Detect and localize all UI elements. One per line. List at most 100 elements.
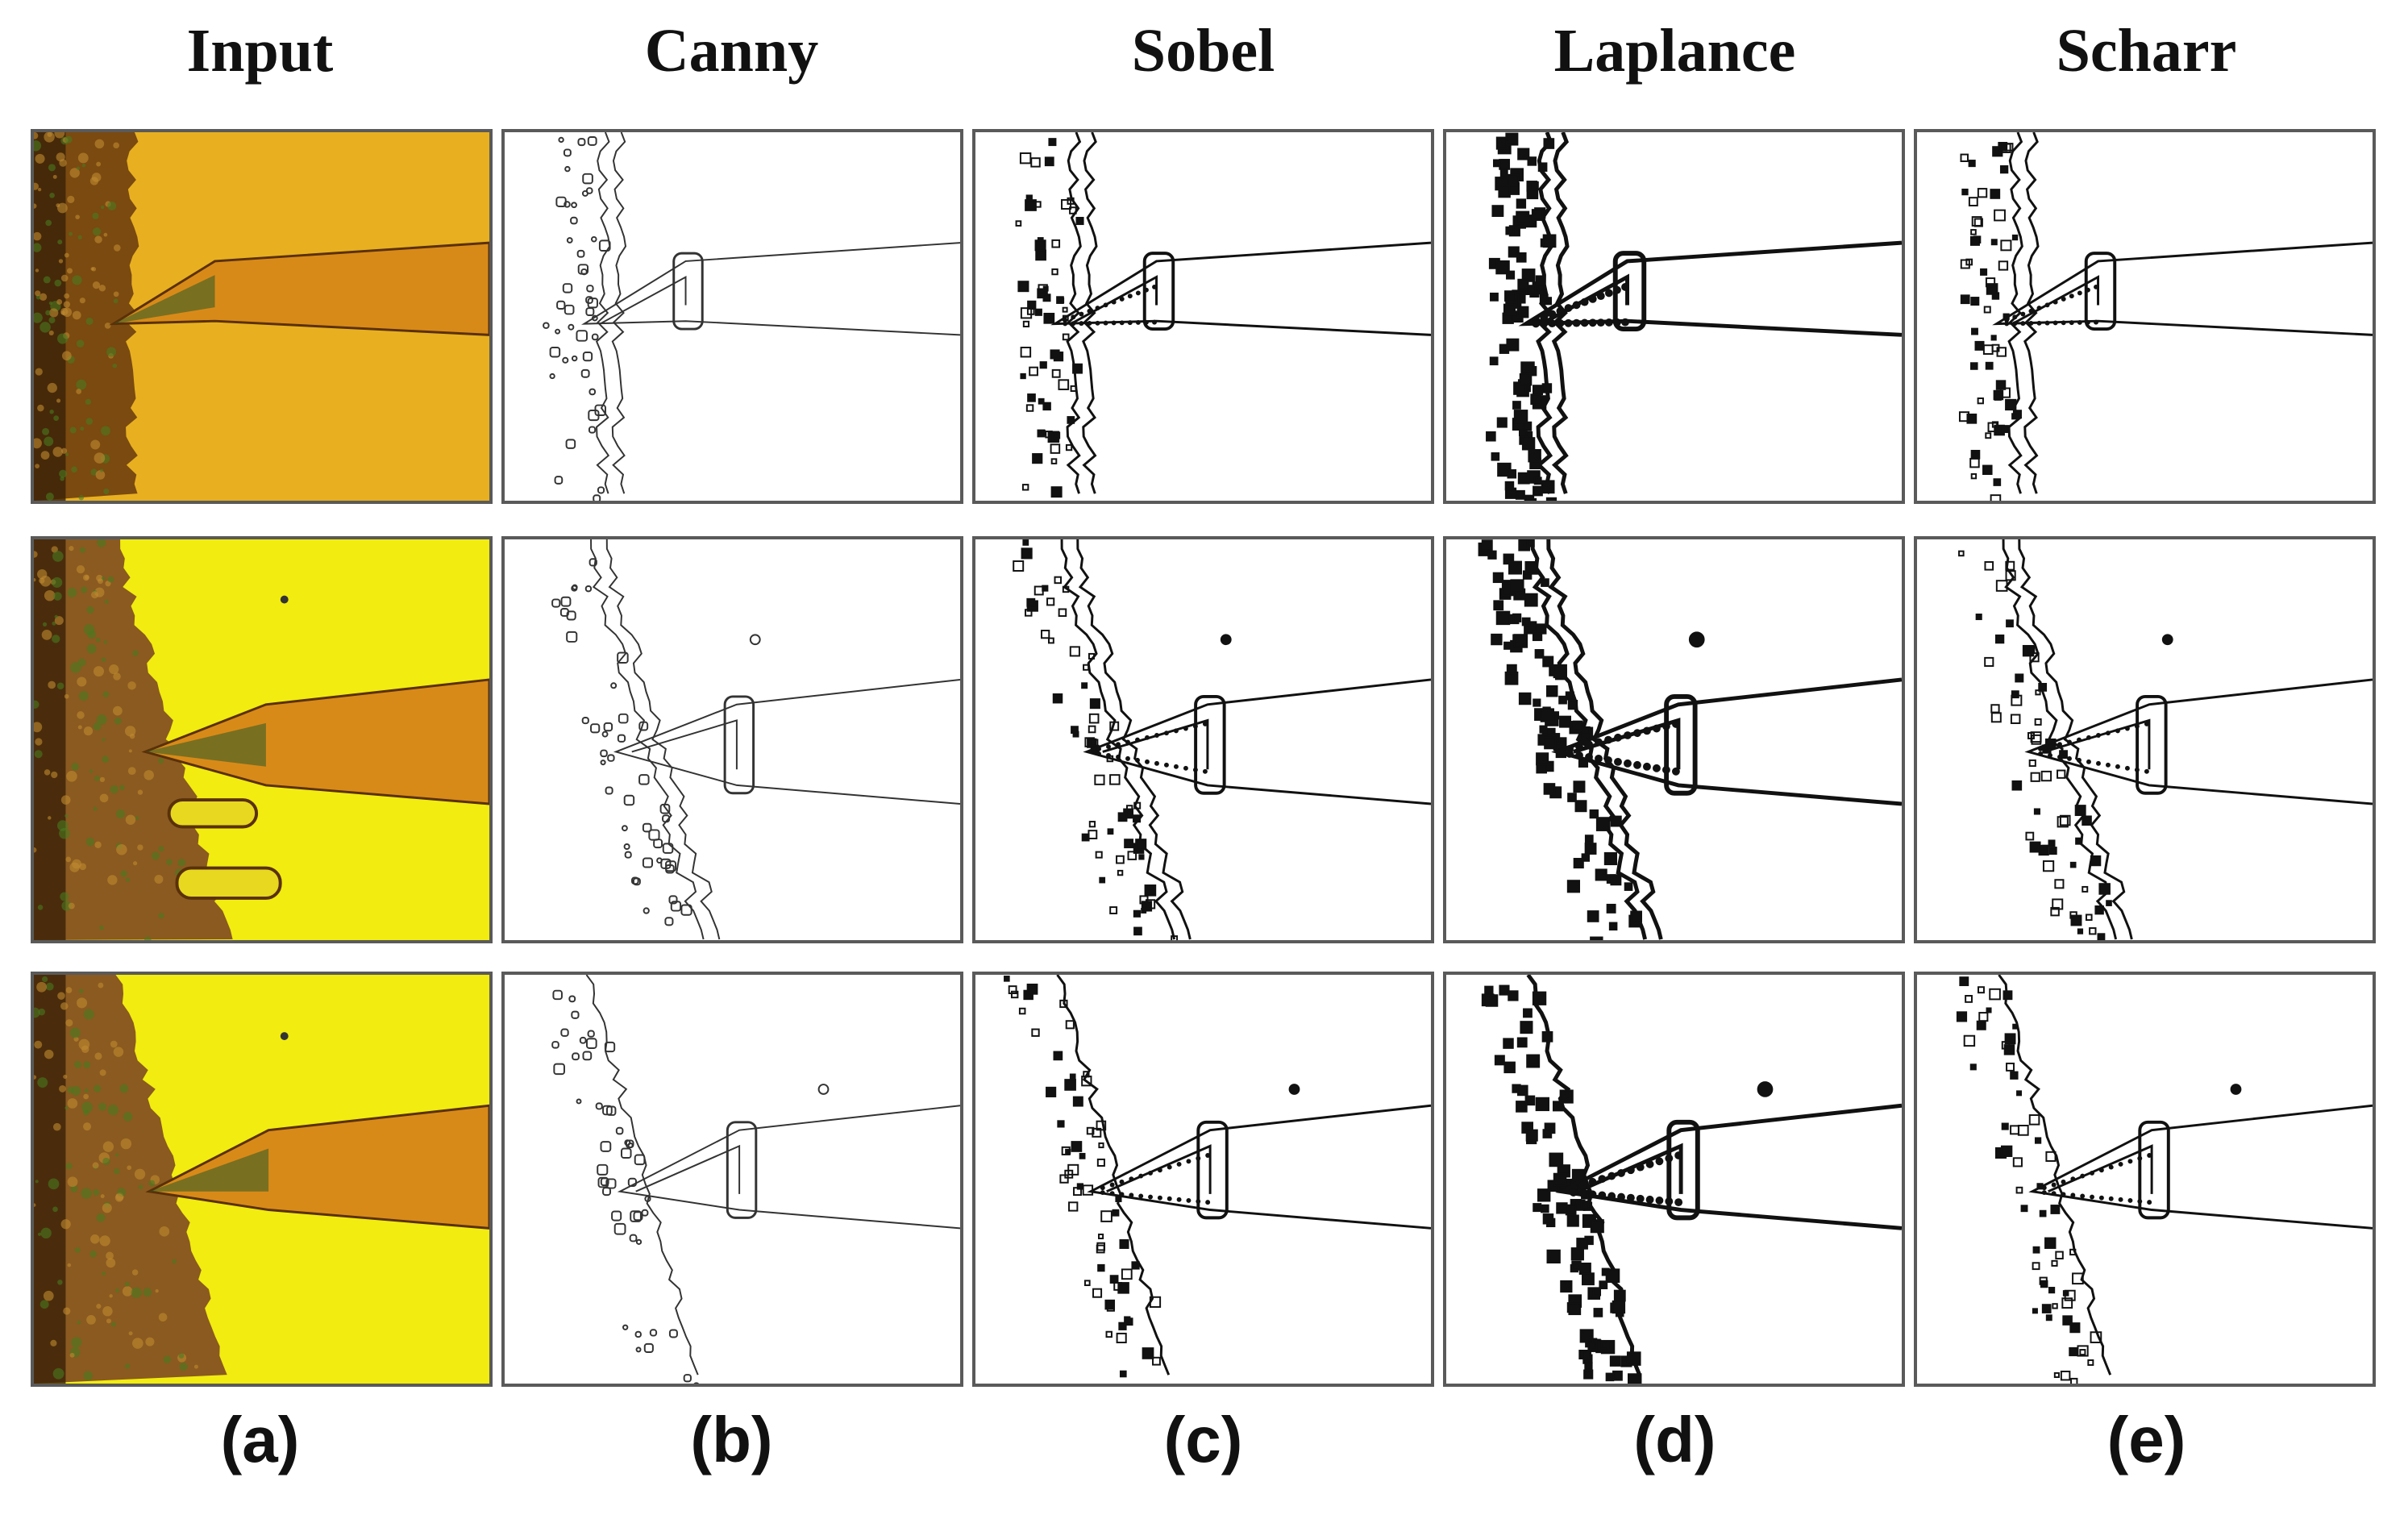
edge-blob — [2012, 1157, 2023, 1167]
tissue-cell — [37, 187, 42, 192]
edge-blob — [571, 355, 578, 362]
tissue-cell — [43, 276, 51, 284]
tissue-cell — [107, 875, 118, 885]
edge-dot — [1588, 1190, 1597, 1199]
tissue-cell — [34, 578, 36, 582]
tissue-cell — [98, 982, 104, 988]
edge-blob — [1994, 634, 2005, 644]
pipette — [145, 1104, 489, 1230]
tissue-cell — [124, 1363, 131, 1369]
edge-blob — [1541, 1204, 1549, 1213]
edge-blob — [2011, 780, 2023, 791]
edge-blob — [1042, 293, 1051, 302]
column-label-a: (a) — [220, 1404, 300, 1475]
tissue-cell — [110, 785, 119, 794]
edge-blob — [1532, 385, 1544, 396]
tissue-cell — [57, 333, 69, 344]
edge-blob — [1051, 268, 1058, 276]
tissue-cell — [107, 201, 117, 210]
edge-blob — [2010, 714, 2021, 724]
edge-blob — [582, 351, 593, 362]
tissue-cell — [67, 1098, 78, 1109]
edge-blob — [1075, 216, 1084, 226]
tissue-cell — [34, 700, 40, 709]
tissue-cell — [57, 239, 63, 245]
edge-blob — [665, 860, 677, 872]
edge-blob — [2060, 1370, 2071, 1381]
edge-blob — [611, 1210, 622, 1222]
edge-detection-image — [1446, 132, 1902, 501]
edge-blob — [1960, 153, 1969, 162]
edge-blob — [564, 304, 575, 315]
edge-blob — [1496, 417, 1508, 428]
edge-blob — [1612, 1370, 1623, 1381]
tissue-cell — [119, 1084, 129, 1093]
tissue-cell — [104, 599, 109, 604]
edge-blob — [2039, 1276, 2048, 1285]
edge-dot — [1192, 723, 1198, 729]
edge-dot — [2036, 306, 2042, 311]
edge-blob — [1581, 726, 1591, 735]
edge-blob — [623, 843, 630, 851]
tissue-cell — [35, 268, 40, 273]
edge-blob — [1027, 393, 1036, 402]
edge-blob — [1070, 385, 1077, 392]
edge-blob — [1565, 691, 1574, 701]
edge-blob — [2082, 885, 2089, 893]
edge-dot — [1119, 296, 1125, 302]
edge-blob — [1039, 361, 1047, 369]
tissue-cell — [71, 763, 79, 771]
tissue-cell — [85, 317, 94, 325]
edge-blob — [1022, 320, 1030, 328]
panel-canny-row-1 — [501, 129, 963, 504]
edge-blob — [1133, 926, 1142, 936]
edge-blob — [1592, 1288, 1602, 1296]
tissue-cell — [67, 195, 75, 204]
edge-blob — [1017, 281, 1029, 293]
edge-blob — [1990, 335, 1997, 341]
edge-blob — [1119, 1238, 1129, 1249]
tissue-cell — [81, 586, 88, 593]
edge-blob — [2050, 1205, 2061, 1214]
edge-blob — [1559, 1089, 1574, 1104]
edge-blob — [2052, 898, 2064, 910]
edge-blob — [1072, 1096, 1083, 1107]
edge-blob — [1536, 752, 1549, 766]
edge-dot — [2127, 1159, 2133, 1164]
tissue-region — [34, 975, 227, 1384]
tissue-cell — [69, 546, 74, 551]
edge-dot — [1671, 767, 1680, 776]
edge-dot — [1604, 289, 1613, 298]
edge-dot — [2144, 768, 2149, 774]
edge-blob — [1025, 199, 1037, 211]
panel-input-row-2 — [31, 536, 493, 943]
edge-blob — [1064, 1079, 1076, 1091]
edge-blob — [2029, 841, 2041, 853]
tissue-cell — [113, 705, 123, 716]
edge-blob — [1986, 1007, 1992, 1013]
background — [975, 975, 1431, 1384]
edge-blob — [2030, 772, 2040, 782]
edge-blob — [1543, 783, 1556, 795]
edge-blob — [1560, 1280, 1573, 1293]
tissue-cell — [44, 132, 55, 143]
panel-scharr-row-3 — [1914, 972, 2376, 1387]
particle — [280, 1032, 289, 1040]
wall-edge — [1076, 539, 1192, 940]
edge-blob — [2010, 1125, 2020, 1135]
edge-dot — [2028, 320, 2034, 326]
edge-blob — [1533, 485, 1543, 497]
edge-blob — [638, 721, 649, 731]
edge-dot — [1167, 1196, 1172, 1201]
tissue-cell — [53, 415, 59, 422]
edge-blob — [1526, 497, 1537, 501]
edge-dot — [2124, 765, 2130, 771]
edge-blob — [1531, 209, 1544, 221]
edge-blob — [1976, 1020, 1986, 1030]
edge-blob — [1581, 1272, 1595, 1286]
edge-blob — [680, 904, 692, 916]
tissue-cell — [114, 1193, 124, 1202]
tissue-cell — [34, 132, 39, 139]
edge-dot — [1096, 746, 1101, 751]
edge-dot — [1626, 1166, 1635, 1175]
